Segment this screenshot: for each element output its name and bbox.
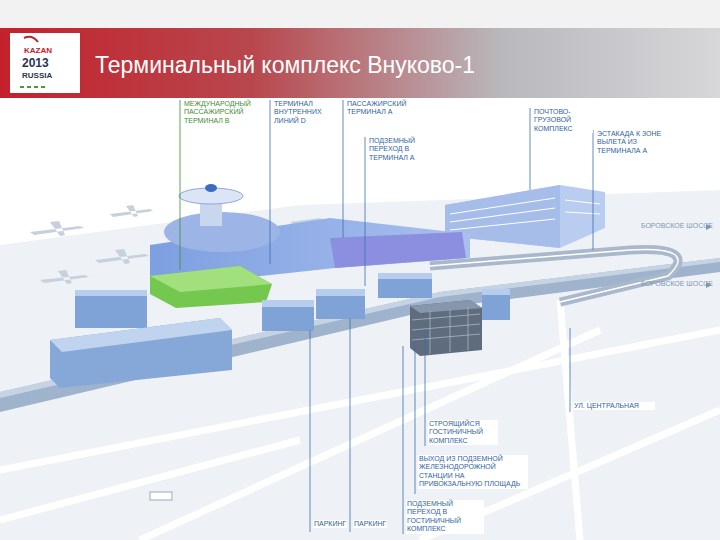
- callout-label: УЛ. ЦЕНТРАЛЬНАЯ: [573, 402, 655, 410]
- callout-label: МЕЖДУНАРОДНЫЙ ПАССАЖИРСКИЙ ТЕРМИНАЛ В: [183, 100, 267, 125]
- callout-label: ЭСТАКАДА К ЗОНЕ ВЫЛЕТА ИЗ ТЕРМИНАЛА А: [596, 130, 676, 155]
- callout-label: ПОЧТОВО-ГРУЗОВОЙ КОМПЛЕКС: [533, 108, 593, 133]
- slide-title: Терминальный комплекс Внуково-1: [95, 52, 475, 79]
- road-label: БОРОВСКОЕ ШОССЕ: [640, 280, 714, 288]
- logo-text: RUSSIA: [22, 71, 52, 80]
- callout-label: ПАССАЖИРСКИЙ ТЕРМИНАЛ А: [346, 100, 422, 117]
- callout-label: ПОДЗЕМНЫЙ ПЕРЕХОД В ГОСТИНИЧНЫЙ КОМПЛЕКС: [406, 500, 484, 534]
- logo-text: KAZAN: [24, 46, 52, 55]
- callout-label: ТЕРМИНАЛ ВНУТРЕННИХ ЛИНИЙ D: [273, 100, 341, 125]
- callout-label: ПАРКИНГ: [313, 520, 347, 528]
- road-label: БОРОВСКОЕ ШОССЕ: [640, 222, 714, 230]
- logo-text: 2013: [22, 56, 49, 70]
- callout-label: ПОДЗЕМНЫЙ ПЕРЕХОД В ТЕРМИНАЛ А: [368, 137, 434, 162]
- callout-label: СТРОЯЩИЙСЯ ГОСТИНИЧНЫЙ КОМПЛЕКС: [428, 420, 498, 445]
- callout-label: ПАРКИНГ: [353, 520, 387, 528]
- callout-label: ВЫХОД ИЗ ПОДЗЕМНОЙ ЖЕЛЕЗНОДОРОЖНОЙ СТАНЦ…: [418, 455, 528, 489]
